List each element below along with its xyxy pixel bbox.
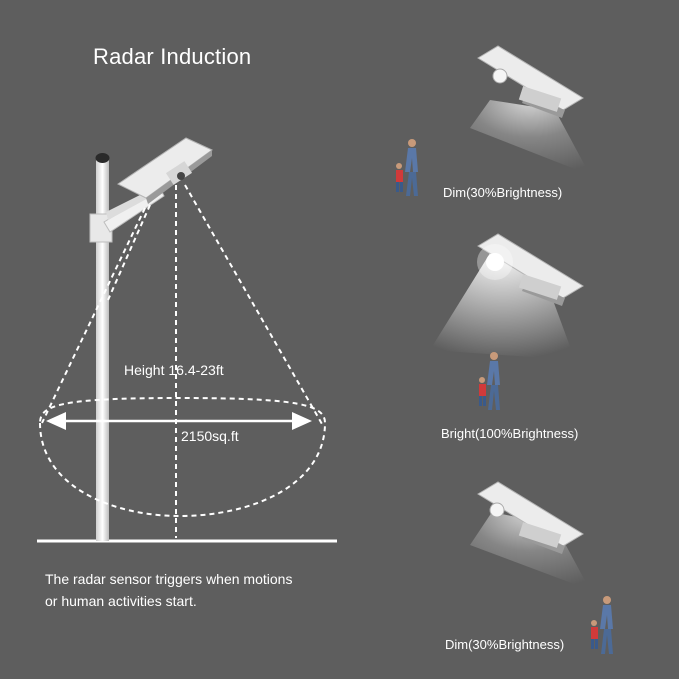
radar-detection-area	[38, 184, 327, 518]
mode-label-dim-2: Dim(30%Brightness)	[445, 637, 565, 652]
area-width-arrow	[46, 412, 312, 430]
lamp-pole-icon	[96, 160, 109, 541]
caption-line-1: The radar sensor triggers when motions	[45, 571, 293, 587]
mode-bright-illustration	[430, 233, 584, 410]
walking-adult-and-child-icon	[479, 352, 500, 410]
solar-lamp-head-icon	[477, 45, 584, 118]
area-label: 2150sq.ft	[181, 428, 239, 444]
height-label: Height 16.4-23ft	[124, 362, 224, 378]
caption: The radar sensor triggers when motions o…	[45, 568, 345, 612]
walking-adult-and-child-icon	[396, 139, 418, 196]
solar-lamp-head-icon	[117, 137, 213, 204]
solar-lamp-head-icon	[477, 481, 584, 554]
mode-dim-illustration-2	[470, 481, 613, 654]
caption-line-2: or human activities start.	[45, 593, 197, 609]
mode-label-dim-1: Dim(30%Brightness)	[443, 185, 563, 200]
mode-dim-illustration-1	[396, 45, 590, 196]
page-title: Radar Induction	[93, 44, 252, 69]
solar-lamp-head-icon	[477, 233, 584, 306]
mode-label-bright: Bright(100%Brightness)	[441, 426, 579, 441]
walking-adult-and-child-icon	[591, 596, 613, 654]
street-lamp-diagram	[37, 137, 337, 543]
